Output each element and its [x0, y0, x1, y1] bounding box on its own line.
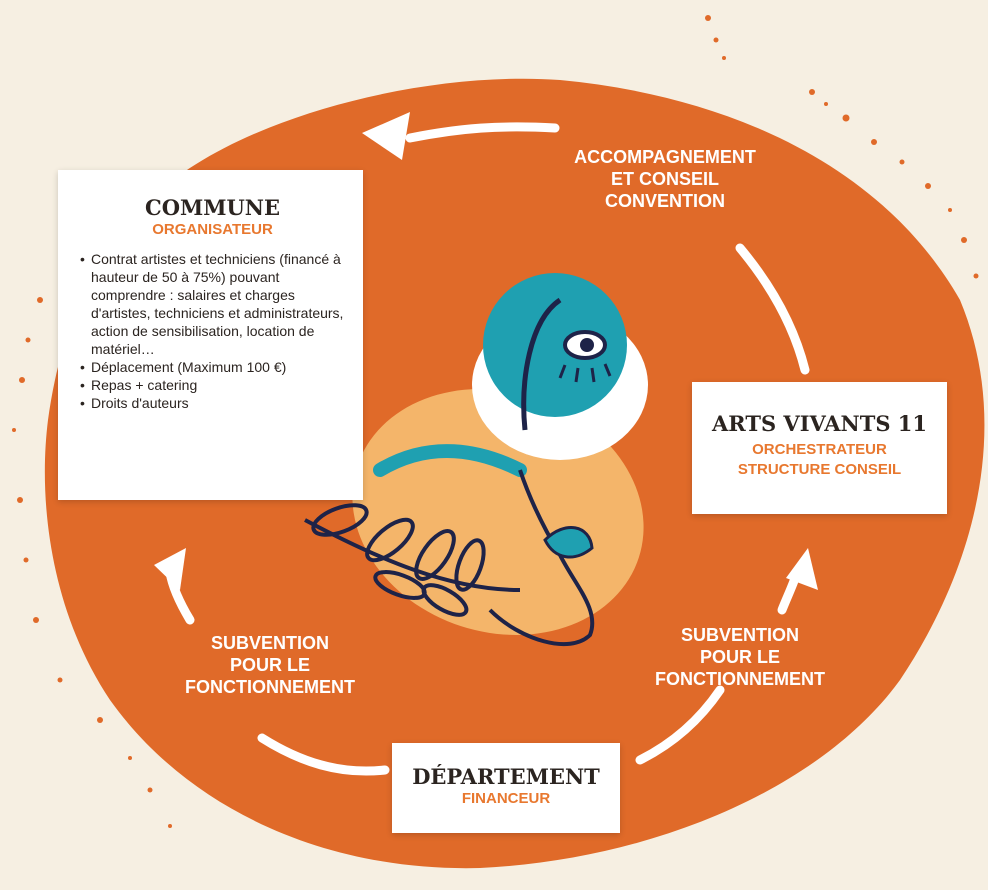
flow-line: FONCTIONNEMENT	[655, 669, 825, 689]
arc-bottom-right	[635, 685, 725, 765]
arrow-icon	[154, 112, 818, 590]
departement-box: DÉPARTEMENT FINANCEUR	[392, 743, 620, 833]
arrow-icon	[362, 112, 410, 160]
departement-title: DÉPARTEMENT	[412, 764, 600, 789]
flow-label-right: SUBVENTION POUR LE FONCTIONNEMENT	[630, 624, 850, 690]
departement-role: FINANCEUR	[461, 790, 551, 807]
flow-label-top: ACCOMPAGNEMENT ET CONSEIL CONVENTION	[540, 146, 790, 212]
arrow-icon	[154, 548, 186, 590]
arts-vivants-title: ARTS VIVANTS 11	[711, 411, 928, 436]
flow-line: FONCTIONNEMENT	[185, 677, 355, 697]
arrow-icon	[786, 548, 818, 590]
flow-line: POUR LE	[229, 655, 310, 675]
flow-line: ET CONSEIL	[610, 169, 719, 189]
arc-top	[405, 122, 560, 143]
arts-vivants-role-1: ORCHESTRATEUR	[752, 441, 887, 458]
commune-title: COMMUNE	[144, 195, 280, 220]
commune-role: ORGANISATEUR	[152, 221, 273, 238]
commune-item-list: Contrat artistes et techniciens (financé…	[80, 250, 345, 412]
flow-line: CONVENTION	[604, 191, 725, 211]
flow-line: SUBVENTION	[680, 625, 799, 645]
flow-line: ACCOMPAGNEMENT	[574, 147, 756, 167]
commune-item: Droits d'auteurs	[80, 394, 345, 412]
flow-label-left: SUBVENTION POUR LE FONCTIONNEMENT	[160, 632, 380, 698]
commune-item: Repas + catering	[80, 376, 345, 394]
arts-vivants-box: ARTS VIVANTS 11 ORCHESTRATEUR STRUCTURE …	[692, 382, 947, 514]
arts-vivants-role-2: STRUCTURE CONSEIL	[737, 461, 902, 478]
commune-item: Contrat artistes et techniciens (financé…	[80, 250, 345, 358]
eye-figure-illustration	[304, 273, 648, 647]
commune-item: Déplacement (Maximum 100 €)	[80, 358, 345, 376]
speckle-texture	[12, 15, 979, 828]
flow-line: POUR LE	[699, 647, 780, 667]
arc-bottom-left	[257, 733, 390, 776]
arc-right-top	[735, 243, 810, 375]
flow-line: SUBVENTION	[210, 633, 329, 653]
commune-box: COMMUNE ORGANISATEUR Contrat artistes et…	[58, 170, 363, 500]
